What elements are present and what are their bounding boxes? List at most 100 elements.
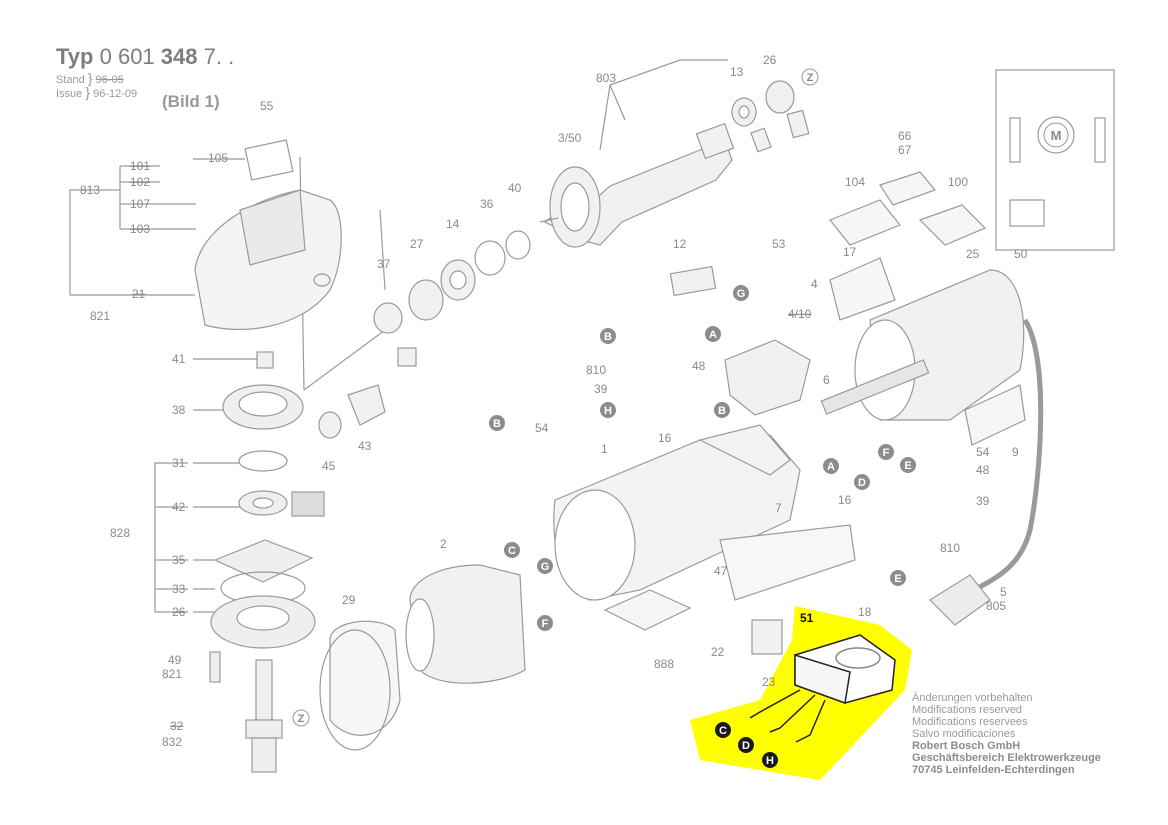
spindle-stack — [209, 351, 325, 773]
callout-b-wire: B — [489, 415, 505, 431]
label-16-upper: 16 — [658, 431, 672, 445]
label-29: 29 — [342, 593, 356, 607]
label-39-right: 39 — [976, 494, 990, 508]
svg-text:F: F — [883, 447, 890, 459]
label-43: 43 — [358, 439, 372, 453]
footer-line-1: Änderungen vorbehalten — [912, 692, 1033, 704]
svg-text:G: G — [737, 288, 746, 300]
label-4: 4 — [811, 277, 818, 291]
label-107: 107 — [130, 197, 150, 211]
footer-line-2: Modifications reserved — [912, 704, 1023, 716]
label-45: 45 — [322, 459, 336, 473]
label-37: 37 — [377, 257, 391, 271]
label-805: 805 — [986, 599, 1006, 613]
label-13: 13 — [730, 65, 744, 79]
label-888: 888 — [654, 657, 674, 671]
callout-e-upper: E — [900, 457, 916, 473]
label-41: 41 — [172, 352, 186, 366]
label-18: 18 — [858, 605, 872, 619]
svg-text:C: C — [719, 725, 727, 737]
callout-z-top: Z — [801, 68, 819, 86]
label-3-50: 3/50 — [558, 131, 582, 145]
label-48-right: 48 — [976, 463, 990, 477]
label-12: 12 — [673, 237, 687, 251]
label-51: 51 — [800, 611, 814, 625]
label-50: 50 — [1014, 247, 1028, 261]
label-5: 5 — [1000, 585, 1007, 599]
plug — [929, 574, 991, 626]
label-17: 17 — [843, 245, 857, 259]
svg-text:C: C — [508, 545, 516, 557]
label-7: 7 — [775, 501, 782, 515]
label-803: 803 — [596, 71, 616, 85]
stand-old-date: 96-05 — [95, 74, 124, 86]
figure-label: (Bild 1) — [162, 92, 220, 111]
label-21: 21 — [132, 287, 146, 301]
wiring-diagram — [995, 69, 1115, 251]
motor-symbol: M — [1043, 122, 1069, 148]
callout-f-right: F — [878, 444, 894, 460]
label-39-upper: 39 — [594, 382, 608, 396]
labels-plates — [603, 171, 1026, 631]
label-40: 40 — [508, 181, 522, 195]
label-105: 105 — [208, 151, 228, 165]
label-828: 828 — [110, 526, 130, 540]
label-100: 100 — [948, 175, 968, 189]
label-6: 6 — [823, 373, 830, 387]
label-31: 31 — [172, 456, 186, 470]
label-35: 35 — [172, 553, 186, 567]
label-16-right: 16 — [838, 493, 852, 507]
svg-text:M: M — [1051, 128, 1062, 143]
label-104: 104 — [845, 175, 865, 189]
svg-text:D: D — [742, 740, 750, 752]
svg-text:B: B — [718, 405, 726, 417]
power-cord — [973, 318, 1044, 593]
label-1: 1 — [601, 442, 608, 456]
stand-issue-block: Stand } 96-05 Issue } 96-12-09 — [56, 70, 138, 100]
label-101: 101 — [130, 159, 150, 173]
label-27: 27 — [410, 237, 424, 251]
motor-housing — [553, 424, 801, 601]
label-22: 22 — [711, 645, 725, 659]
label-47: 47 — [714, 564, 728, 578]
label-32: 32 — [170, 719, 184, 733]
issue-label: Issue — [56, 88, 83, 100]
callout-d-module: D — [738, 737, 754, 753]
label-42: 42 — [172, 500, 186, 514]
type-number: Typ 0 601 348 7. . — [56, 44, 235, 69]
svg-text:D: D — [858, 477, 866, 489]
svg-text:E: E — [904, 460, 911, 472]
callout-b-left: B — [600, 328, 616, 344]
svg-text:A: A — [709, 329, 717, 341]
callout-b-switch: B — [714, 402, 730, 418]
electronic-module — [749, 634, 896, 743]
label-23: 23 — [762, 675, 776, 689]
label-821-lower: 821 — [162, 667, 182, 681]
label-33: 33 — [172, 582, 186, 596]
svg-text:E: E — [894, 573, 901, 585]
label-2: 2 — [440, 537, 447, 551]
svg-text:G: G — [541, 561, 550, 573]
callout-a-upper: A — [705, 326, 721, 342]
label-67: 67 — [898, 143, 912, 157]
switch-assembly — [669, 265, 856, 655]
label-103: 103 — [130, 222, 150, 236]
footer-company-3: 70745 Leinfelden-Echterdingen — [912, 764, 1075, 776]
label-53: 53 — [772, 237, 786, 251]
label-66: 66 — [898, 129, 912, 143]
stand-label: Stand — [56, 74, 85, 86]
label-26: 26 — [763, 53, 777, 67]
label-4-10: 4/10 — [788, 307, 812, 321]
svg-text:H: H — [766, 755, 774, 767]
label-832: 832 — [162, 735, 182, 749]
callout-g-switch: G — [733, 285, 749, 301]
label-54-center: 54 — [535, 421, 549, 435]
armature-bearings — [318, 80, 810, 439]
footer-notice: Änderungen vorbehalten Modifications res… — [912, 692, 1101, 776]
footer-company-2: Geschäftsbereich Elektrowerkzeuge — [912, 752, 1101, 764]
svg-text:A: A — [827, 461, 835, 473]
stator — [319, 564, 526, 751]
